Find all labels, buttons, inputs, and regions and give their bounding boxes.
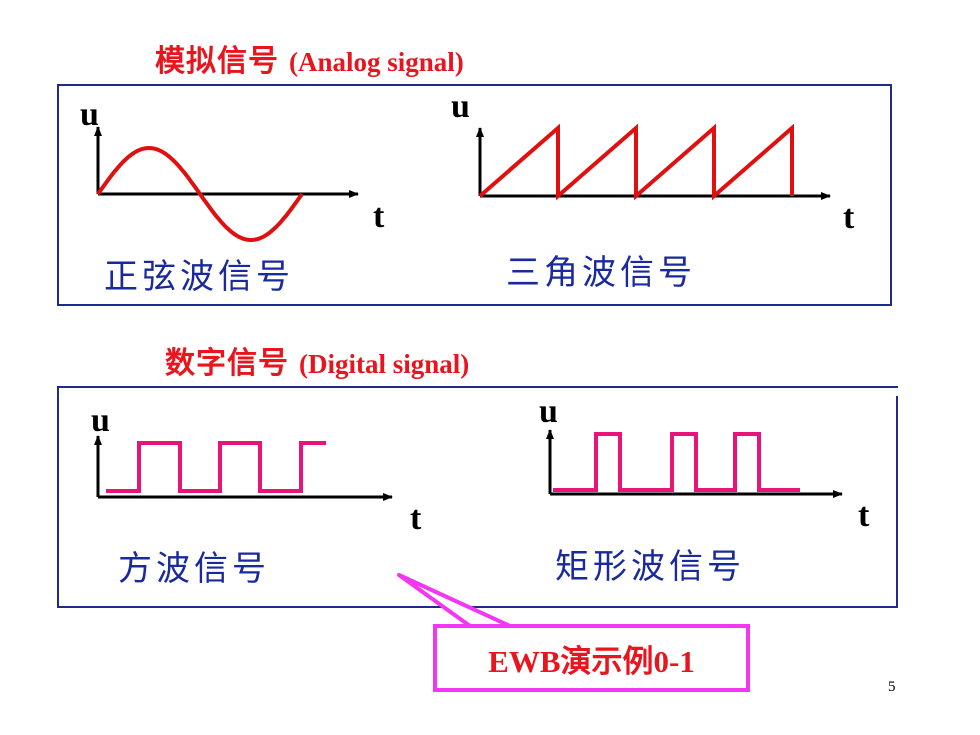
sawtooth-caption: 三角波信号: [506, 253, 696, 293]
square-caption: 方波信号: [118, 549, 270, 589]
digital-heading-english: (Digital signal): [299, 349, 470, 379]
sine-caption: 正弦波信号: [104, 257, 294, 297]
digital-signal-heading: 数字信号 (Digital signal): [165, 338, 469, 382]
ewb-demo-button[interactable]: EWB演示例0-1: [433, 624, 750, 692]
analog-signal-frame: [57, 84, 892, 306]
sine-wave: [96, 145, 304, 243]
square-plot: [94, 435, 393, 501]
analog-heading-chinese: 模拟信号: [155, 44, 279, 79]
sawtooth-plot: [476, 123, 831, 201]
digital-signal-frame: [57, 386, 898, 608]
square-wave: [106, 441, 326, 493]
rect-wave: [553, 432, 800, 492]
sawtooth-t-label: t: [843, 199, 855, 236]
square-u-label: u: [91, 402, 110, 439]
page-number: 5: [888, 679, 896, 695]
rect-plot: [546, 429, 843, 498]
square-t-label: t: [410, 500, 422, 537]
digital-frame-right-edge: [896, 396, 898, 608]
rect-caption: 矩形波信号: [555, 547, 745, 587]
digital-heading-chinese: 数字信号: [165, 346, 289, 381]
sawtooth-u-label: u: [451, 88, 470, 125]
sine-plot: [94, 126, 359, 243]
analog-signal-heading: 模拟信号 (Analog signal): [155, 36, 464, 80]
callout-pointer: [397, 573, 512, 628]
rect-t-label: t: [858, 497, 870, 534]
sawtooth-wave: [478, 123, 794, 201]
sine-u-label: u: [80, 96, 99, 133]
rect-u-label: u: [539, 393, 558, 430]
sine-t-label: t: [373, 198, 385, 235]
analog-heading-english: (Analog signal): [289, 47, 464, 77]
